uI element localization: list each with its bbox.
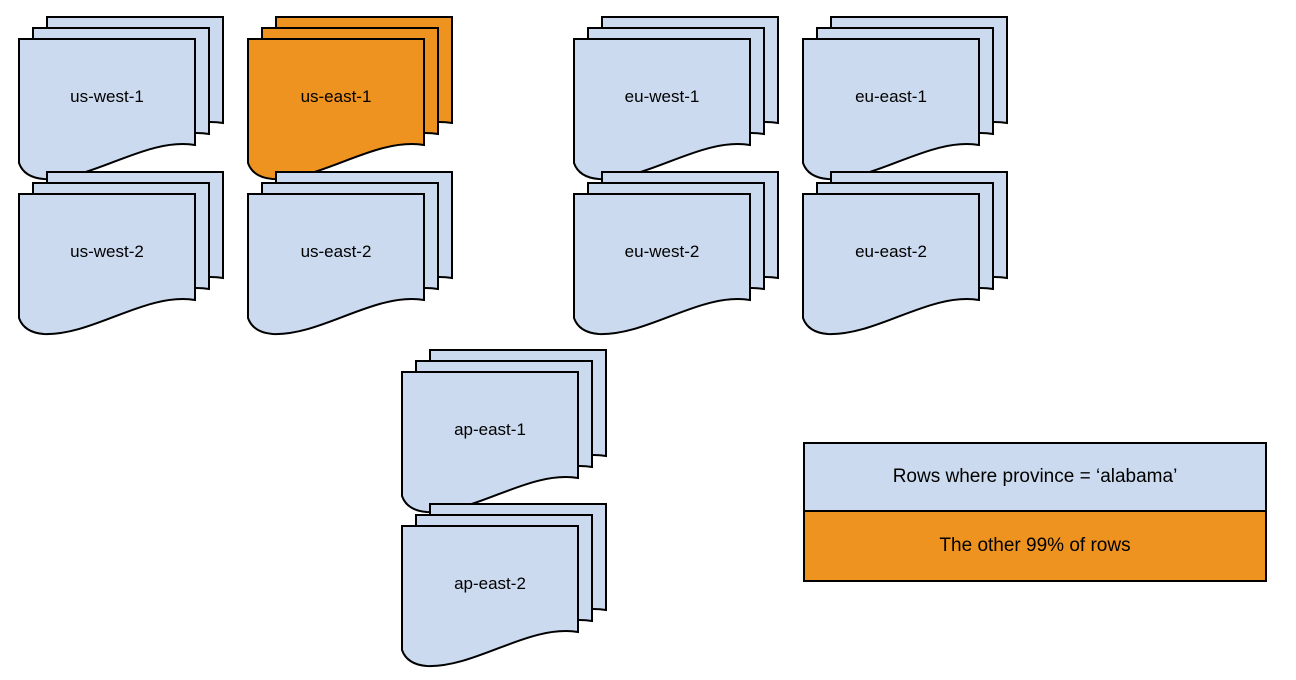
- region-stack-us-east-1[interactable]: us-east-1: [247, 16, 458, 181]
- legend-label-orange: The other 99% of rows: [939, 535, 1131, 556]
- legend-label-blue: Rows where province = ‘alabama’: [892, 466, 1178, 487]
- region-stack-us-east-2[interactable]: us-east-2: [247, 171, 458, 336]
- stack-sheet-front: [573, 38, 751, 181]
- stack-sheets: [802, 171, 1008, 336]
- stack-sheet-front: [247, 193, 425, 336]
- stack-sheet-front: [18, 38, 196, 181]
- region-stack-us-west-1[interactable]: us-west-1: [18, 16, 229, 181]
- stack-sheet-front: [247, 38, 425, 181]
- stack-sheets: [573, 16, 779, 181]
- region-stack-us-west-2[interactable]: us-west-2: [18, 171, 229, 336]
- region-stack-eu-east-2[interactable]: eu-east-2: [802, 171, 1013, 336]
- legend-row-blue: Rows where province = ‘alabama’: [805, 444, 1265, 512]
- region-stack-ap-east-2[interactable]: ap-east-2: [401, 503, 612, 668]
- stack-sheets: [401, 349, 607, 514]
- region-stack-eu-west-1[interactable]: eu-west-1: [573, 16, 784, 181]
- legend: Rows where province = ‘alabama’ The othe…: [803, 442, 1267, 582]
- stack-sheet-front: [802, 193, 980, 336]
- stack-sheets: [18, 171, 224, 336]
- stack-sheets: [18, 16, 224, 181]
- stack-sheet-front: [401, 525, 579, 668]
- region-stack-eu-west-2[interactable]: eu-west-2: [573, 171, 784, 336]
- stack-sheets: [247, 16, 453, 181]
- stack-sheet-front: [573, 193, 751, 336]
- stack-sheet-front: [802, 38, 980, 181]
- stack-sheets: [573, 171, 779, 336]
- stack-sheets: [401, 503, 607, 668]
- stack-sheet-front: [401, 371, 579, 514]
- stack-sheets: [802, 16, 1008, 181]
- legend-row-orange: The other 99% of rows: [805, 512, 1265, 580]
- stack-sheets: [247, 171, 453, 336]
- region-stack-ap-east-1[interactable]: ap-east-1: [401, 349, 612, 514]
- region-stack-eu-east-1[interactable]: eu-east-1: [802, 16, 1013, 181]
- stack-sheet-front: [18, 193, 196, 336]
